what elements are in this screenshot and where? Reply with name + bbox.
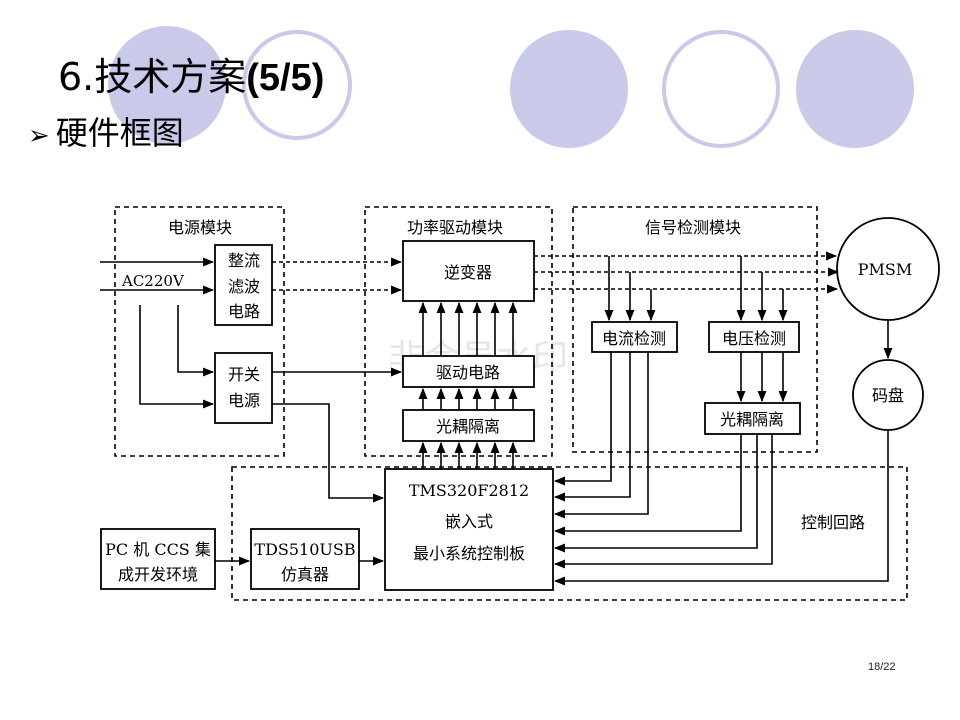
rectifier-line-2: 滤波	[228, 277, 260, 296]
dsp-board-block	[384, 468, 554, 591]
drive-circuit-label: 驱动电路	[436, 363, 500, 382]
slide-title-text: 6.技术方案	[58, 55, 247, 99]
inverter-label: 逆变器	[444, 263, 492, 282]
dsp-line-2: 嵌入式	[445, 512, 493, 531]
driver-module-label: 功率驱动模块	[407, 218, 503, 237]
power-module-region	[114, 206, 285, 457]
control-loop-label: 控制回路	[801, 513, 865, 532]
pc-line-1: PC 机 CCS 集	[105, 540, 211, 559]
control-loop-region	[231, 466, 908, 601]
vo-to-dsp-1	[553, 434, 742, 536]
vo-to-dsp-3	[553, 434, 773, 569]
encoder-to-dsp	[553, 430, 889, 586]
arrow-bullet-icon: ➢	[28, 121, 50, 151]
emulator-line-1: TDS510USB	[254, 540, 355, 559]
deco-circle-ring-2	[662, 30, 780, 148]
emulator-block	[250, 528, 360, 590]
slide-subtitle-text: 硬件框图	[55, 114, 184, 152]
vo-to-dsp-2	[553, 434, 758, 553]
rectifier-line-1: 整流	[228, 251, 260, 270]
cd-to-dsp-3	[553, 352, 649, 519]
signal-module-label: 信号检测模块	[645, 218, 741, 237]
deco-circle-filled-1	[108, 26, 226, 144]
current-detect-block	[591, 321, 678, 353]
opto2-label: 光耦隔离	[720, 410, 784, 429]
current-detect-label: 电流检测	[602, 329, 666, 348]
pc-line-2: 成开发环境	[118, 565, 198, 584]
switch-ps-line-1: 开关	[228, 365, 260, 384]
opto-isolation-1-block	[402, 409, 535, 442]
emulator-line-2: 仿真器	[281, 565, 329, 584]
sps-to-dsp	[272, 403, 385, 503]
slide-subtitle: ➢硬件框图	[28, 108, 184, 154]
drive-circuit-block	[402, 355, 535, 388]
deco-circle-filled-2	[510, 30, 628, 148]
deco-circle-filled-3	[796, 30, 914, 148]
signal-module-region	[572, 206, 818, 453]
rectifier-filter-block	[214, 244, 273, 326]
rectifier-line-3: 电路	[228, 302, 260, 321]
slide-title-suffix: (5/5)	[246, 57, 325, 99]
slide-title: 6.技术方案(5/5)	[58, 46, 324, 101]
pc-ccs-block	[100, 528, 216, 590]
driver-module-region	[364, 206, 553, 457]
dsp-line-3: 最小系统控制板	[413, 544, 525, 563]
deco-circle-ring-1	[242, 30, 352, 140]
ac-branch-2	[139, 305, 215, 409]
encoder-label: 码盘	[872, 386, 904, 405]
connections	[100, 251, 893, 586]
pmsm-label: PMSM	[858, 260, 913, 279]
switch-ps-line-2: 电源	[228, 391, 260, 410]
power-module-label: 电源模块	[168, 218, 232, 237]
voltage-detect-block	[708, 321, 800, 353]
opto-isolation-2-block	[704, 402, 801, 435]
inverter-block	[402, 240, 535, 302]
page-number: 18/22	[868, 661, 896, 673]
dsp-line-1: TMS320F2812	[409, 481, 529, 500]
cd-to-dsp-2	[553, 352, 631, 502]
voltage-detect-label: 电压检测	[722, 329, 786, 348]
opto1-label: 光耦隔离	[436, 417, 500, 436]
cd-to-dsp-1	[553, 352, 612, 486]
ac-branch-1	[177, 305, 215, 377]
switch-power-block	[214, 352, 273, 424]
ac220v-label: AC220V	[121, 272, 185, 290]
